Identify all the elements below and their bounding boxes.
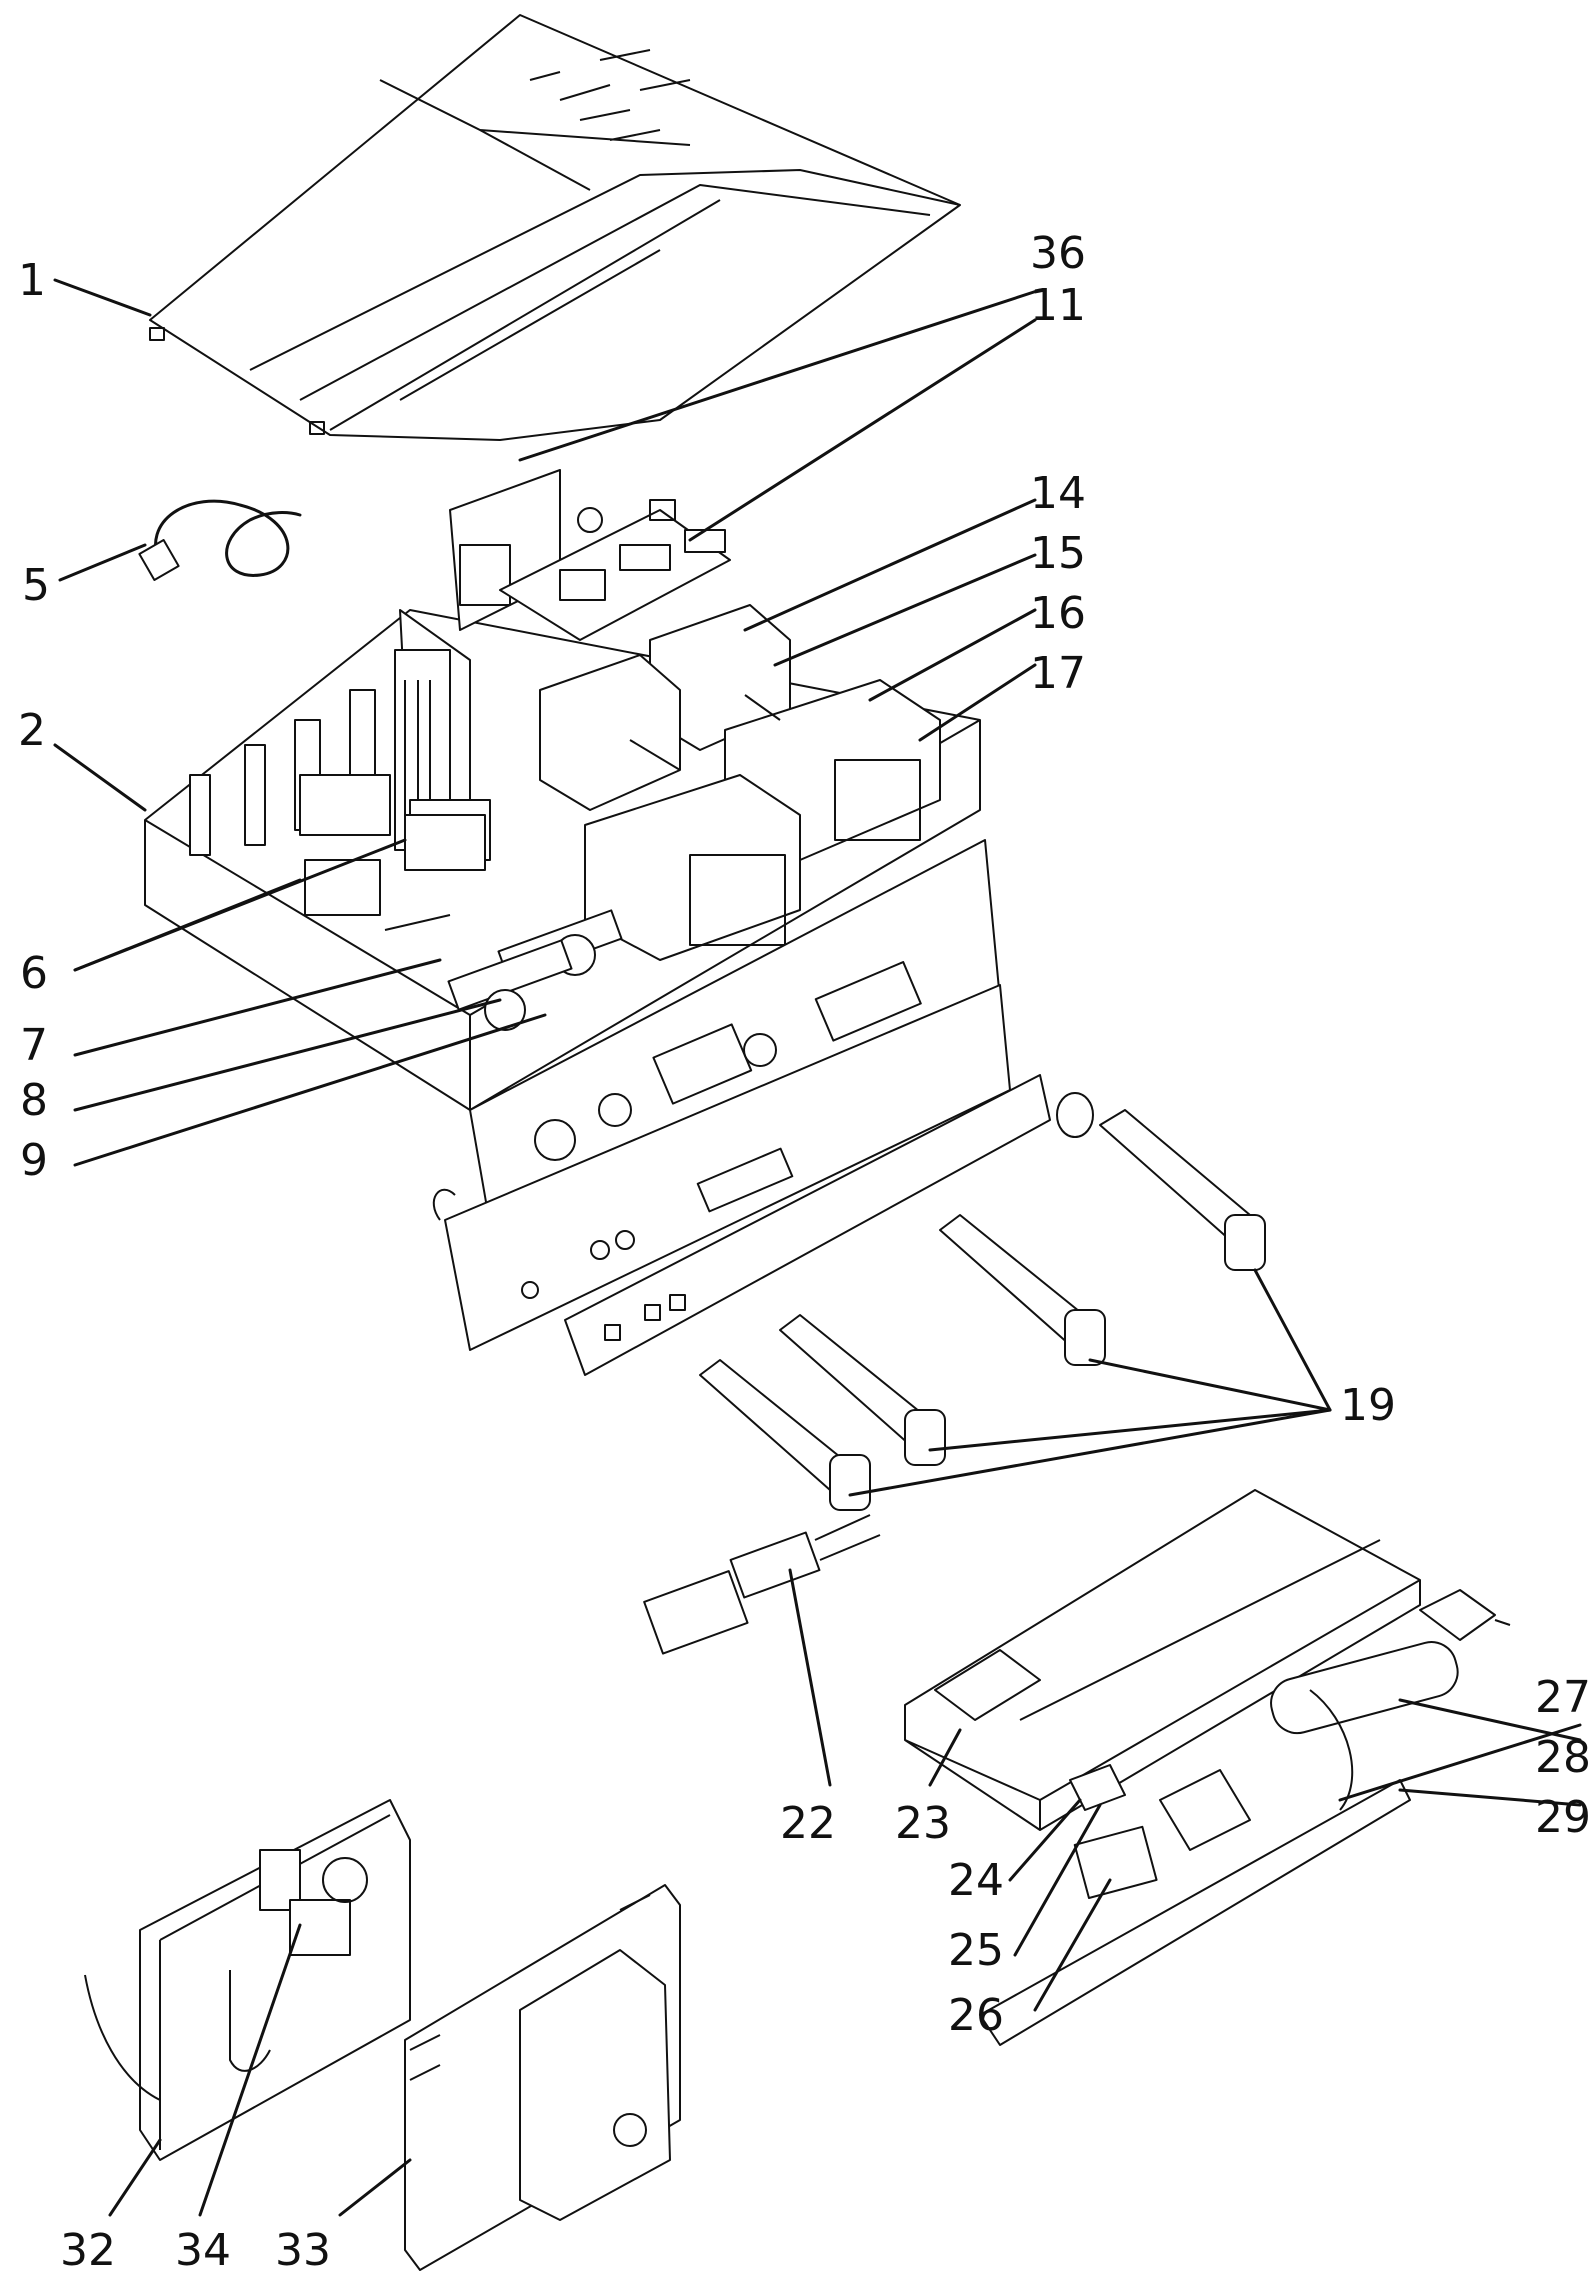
leader-lines (53, 278, 1582, 2217)
label-15: 15 (1030, 528, 1086, 579)
part-lamp-housing (904, 1489, 1511, 2046)
part-cable (138, 499, 302, 581)
part-ballast-cover (404, 1884, 681, 2271)
label-8: 8 (20, 1075, 48, 1126)
part-left-components (299, 774, 623, 1031)
label-16: 16 (1030, 588, 1086, 639)
callout-labels: 1 36 11 5 14 15 16 17 2 6 7 8 9 19 27 28… (18, 228, 1591, 2276)
label-7: 7 (20, 1020, 48, 1071)
part-lamps (699, 1092, 1266, 1511)
label-23: 23 (895, 1798, 951, 1849)
label-32: 32 (60, 2225, 116, 2276)
label-27: 27 (1535, 1672, 1591, 1723)
label-33: 33 (275, 2225, 331, 2276)
part-top-cover (149, 14, 961, 441)
label-22: 22 (780, 1798, 836, 1849)
part-connector (643, 1514, 881, 1655)
label-19: 19 (1340, 1380, 1396, 1431)
label-9: 9 (20, 1135, 48, 1186)
label-2: 2 (18, 705, 46, 756)
part-relay-blocks (539, 604, 941, 961)
label-25: 25 (948, 1925, 1004, 1976)
label-26: 26 (948, 1990, 1004, 2041)
label-28: 28 (1535, 1732, 1591, 1783)
label-36: 36 (1030, 228, 1086, 279)
label-14: 14 (1030, 468, 1086, 519)
part-front-panel (432, 839, 1051, 1376)
label-1: 1 (18, 255, 46, 306)
label-17: 17 (1030, 648, 1086, 699)
label-11: 11 (1030, 280, 1086, 331)
label-24: 24 (948, 1855, 1004, 1906)
label-34: 34 (175, 2225, 231, 2276)
part-junction-box (84, 1799, 411, 2161)
label-29: 29 (1535, 1792, 1591, 1843)
label-5: 5 (22, 560, 50, 611)
part-top-module (449, 469, 731, 641)
label-6: 6 (20, 948, 48, 999)
